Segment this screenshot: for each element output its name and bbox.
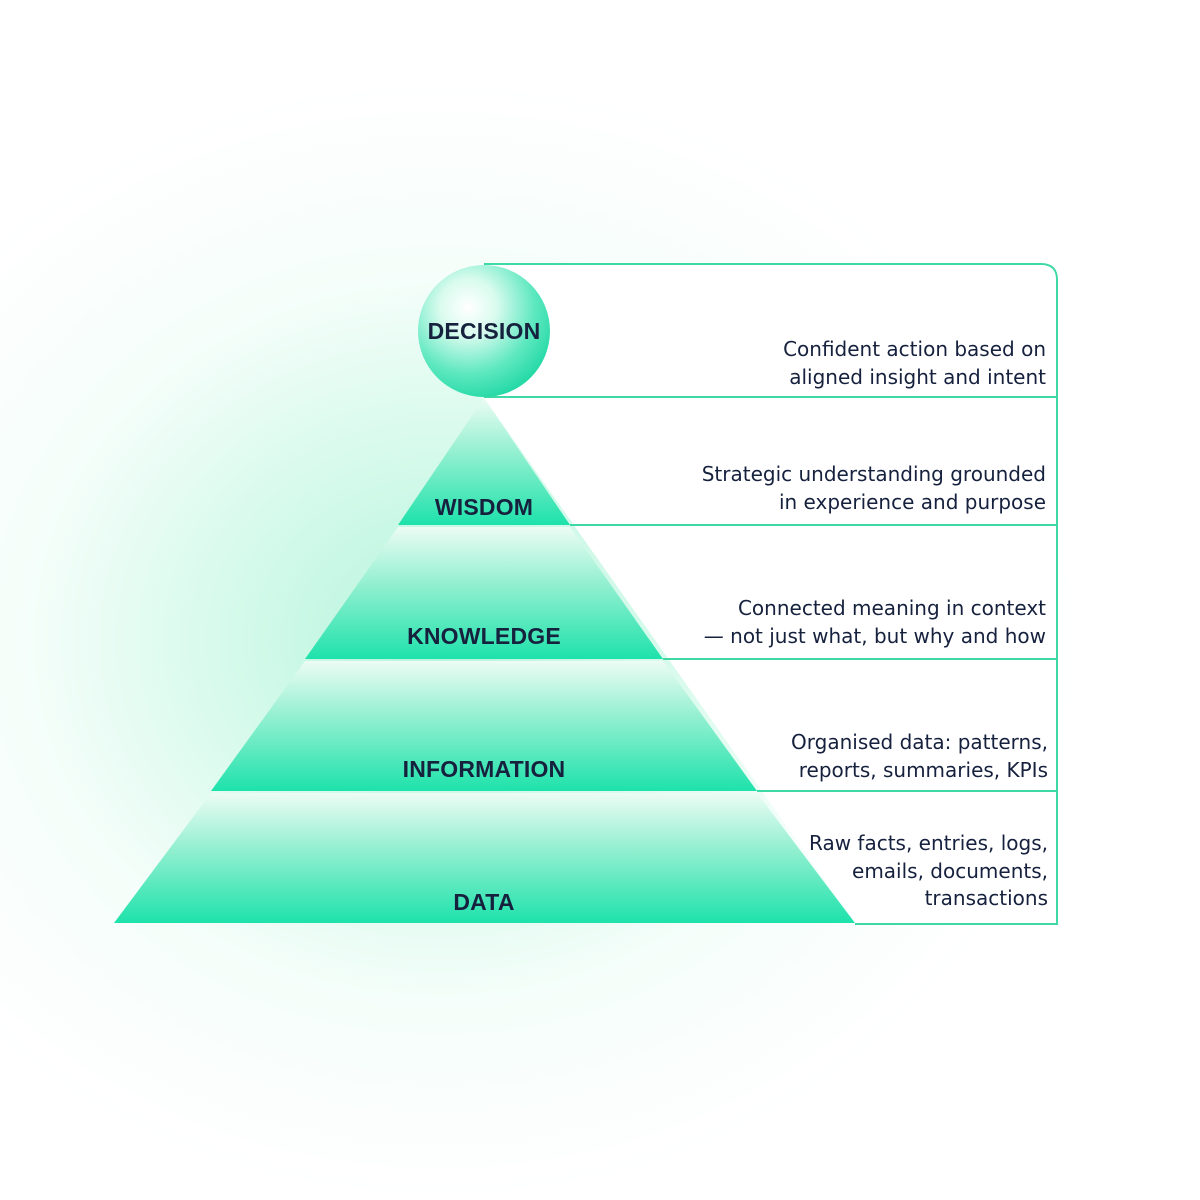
tier-information-shape — [211, 661, 757, 791]
tier-wisdom-shape — [398, 398, 570, 525]
desc-knowledge-line-2: — not just what, but why and how — [704, 624, 1046, 648]
tier-label-decision: DECISION — [428, 318, 541, 344]
desc-knowledge-line-1: Connected meaning in context — [738, 596, 1046, 620]
description-panel-border — [484, 263, 1058, 925]
description-panel — [484, 263, 1058, 925]
desc-information-line-2: reports, summaries, KPIs — [799, 758, 1048, 782]
desc-data-line-1: Raw facts, entries, logs, — [809, 831, 1048, 855]
tier-data-shape — [114, 793, 855, 923]
desc-decision-line-2: aligned insight and intent — [789, 365, 1046, 389]
tier-descriptions: Confident action based on aligned insigh… — [702, 337, 1048, 910]
desc-wisdom-line-1: Strategic understanding grounded — [702, 462, 1046, 486]
tier-label-wisdom: WISDOM — [435, 494, 533, 520]
pyramid-tiers — [114, 398, 855, 923]
desc-data-line-2: emails, documents, — [852, 859, 1048, 883]
tier-knowledge-shape — [305, 527, 663, 659]
description-panel-fill — [484, 265, 1056, 923]
desc-wisdom-line-2: in experience and purpose — [779, 490, 1046, 514]
desc-data-line-3: transactions — [925, 886, 1048, 910]
desc-information-line-1: Organised data: patterns, — [791, 730, 1048, 754]
tier-label-knowledge: KNOWLEDGE — [407, 623, 561, 649]
tier-label-data: DATA — [453, 889, 514, 915]
decision-sphere — [418, 265, 550, 397]
tier-label-information: INFORMATION — [403, 756, 566, 782]
tier-labels: DECISION WISDOM KNOWLEDGE INFORMATION DA… — [403, 318, 566, 915]
desc-decision-line-1: Confident action based on — [783, 337, 1046, 361]
